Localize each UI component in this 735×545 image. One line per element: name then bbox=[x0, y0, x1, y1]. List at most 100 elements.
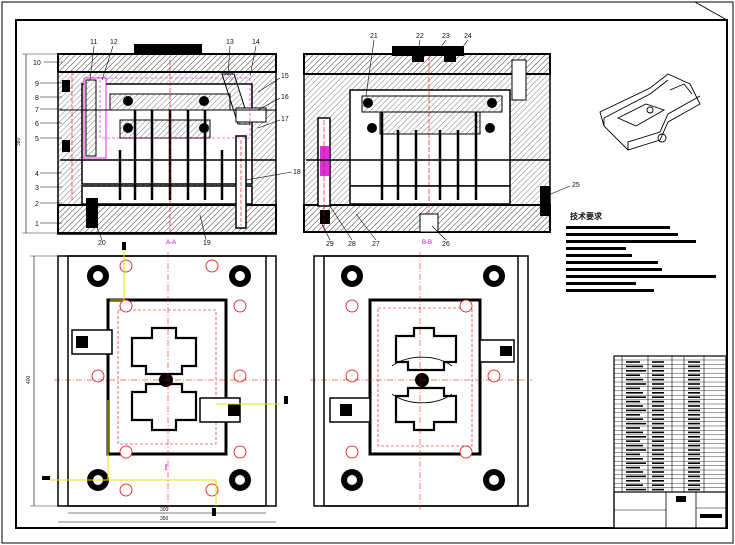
table-cell-text bbox=[626, 370, 646, 372]
table-cell-text bbox=[688, 480, 700, 482]
table-cell-text bbox=[626, 484, 643, 486]
table-cell-text bbox=[626, 378, 643, 381]
table-cell-text bbox=[688, 436, 700, 438]
part-label: 28 bbox=[348, 241, 356, 248]
table-cell-text bbox=[688, 392, 700, 394]
part-label: 27 bbox=[372, 241, 380, 248]
tech-title: 技术要求 bbox=[570, 211, 603, 221]
part-label: 9 bbox=[35, 81, 39, 88]
table-cell-text bbox=[626, 374, 640, 376]
section-view-right bbox=[303, 46, 551, 233]
part-label: 15 bbox=[281, 73, 289, 80]
locating-ring bbox=[392, 46, 464, 56]
table-cell-text bbox=[652, 392, 664, 394]
table-cell-text bbox=[652, 378, 664, 381]
section-mark: A-A bbox=[166, 240, 176, 246]
table-cell-text bbox=[688, 396, 700, 398]
corner-mark bbox=[694, 1, 728, 21]
left-part-labels: 1 2 3 4 5 6 7 8 9 10 11 12 13 14 15 16 1… bbox=[33, 39, 301, 247]
table-cell-text bbox=[652, 383, 664, 385]
table-cell-text bbox=[688, 484, 700, 486]
part-label: 25 bbox=[572, 182, 580, 189]
table-cell-text bbox=[652, 444, 664, 447]
plan-view-left bbox=[50, 246, 282, 510]
table-cell-text bbox=[688, 414, 700, 416]
table-cell-text bbox=[652, 387, 664, 390]
table-cell-text bbox=[652, 466, 664, 469]
part-label: 10 bbox=[33, 60, 41, 67]
part-label: 26 bbox=[442, 241, 450, 248]
table-cell-text bbox=[652, 370, 664, 372]
part-label: 2 bbox=[35, 201, 39, 208]
table-cell-text bbox=[626, 444, 643, 447]
table-cell-text bbox=[652, 427, 664, 429]
table-cell-text bbox=[626, 409, 646, 412]
table-cell-text bbox=[688, 383, 700, 385]
part-label: 18 bbox=[293, 169, 301, 176]
table-cell-text bbox=[688, 422, 700, 425]
table-cell-text bbox=[688, 462, 700, 464]
table-cell-text bbox=[652, 361, 664, 363]
dimension-text: 380 bbox=[16, 137, 22, 146]
table-cell-text bbox=[652, 449, 664, 451]
table-cell-text bbox=[688, 405, 700, 407]
height-dimension: 380 bbox=[16, 53, 58, 234]
part-label: 13 bbox=[226, 39, 234, 46]
table-cell-text bbox=[652, 458, 664, 460]
table-cell-text bbox=[652, 409, 664, 412]
table-cell-text bbox=[626, 418, 643, 420]
table-cell-text bbox=[688, 378, 700, 381]
part-label: 16 bbox=[281, 94, 289, 101]
part-label: 7 bbox=[35, 107, 39, 114]
table-cell-text bbox=[652, 422, 664, 425]
part-label: 14 bbox=[252, 39, 260, 46]
table-cell-text bbox=[688, 427, 700, 429]
table-cell-text bbox=[688, 488, 700, 491]
table-cell-text bbox=[652, 475, 664, 478]
table-cell-text bbox=[688, 475, 700, 478]
technical-requirements: 技术要求 bbox=[566, 211, 716, 292]
table-cell-text bbox=[652, 453, 664, 456]
part-label: 17 bbox=[281, 116, 289, 123]
part-label: 1 bbox=[35, 221, 39, 228]
dimension-text: 400 bbox=[26, 375, 32, 384]
part-label: 19 bbox=[203, 240, 211, 247]
table-cell-text bbox=[688, 471, 700, 473]
table-cell-text bbox=[688, 365, 700, 368]
part-label: 3 bbox=[35, 185, 39, 192]
section-mark: B-B bbox=[422, 240, 432, 246]
product-isometric bbox=[599, 73, 701, 151]
table-cell-text bbox=[688, 458, 700, 460]
table-cell-text bbox=[626, 449, 646, 451]
table-cell-text bbox=[688, 361, 700, 363]
table-cell-text bbox=[626, 427, 640, 429]
part-label: 4 bbox=[35, 171, 39, 178]
table-cell-text bbox=[626, 387, 640, 390]
table-cell-text bbox=[688, 387, 700, 390]
table-cell-text bbox=[688, 374, 700, 376]
table-cell-text bbox=[626, 466, 640, 469]
table-cell-text bbox=[626, 392, 643, 394]
table-cell-text bbox=[626, 405, 643, 407]
table-cell-text bbox=[688, 431, 700, 434]
part-label: 24 bbox=[464, 33, 472, 40]
table-cell-text bbox=[626, 488, 646, 491]
bottom-dimensions bbox=[30, 255, 276, 523]
part-label: 5 bbox=[35, 136, 39, 143]
table-cell-text bbox=[626, 365, 643, 368]
table-cell-text bbox=[626, 436, 646, 438]
table-cell-text bbox=[652, 484, 664, 486]
drawing-frame bbox=[15, 19, 728, 529]
part-label: 6 bbox=[35, 121, 39, 128]
right-part-labels: 21 22 23 24 25 26 27 28 29 bbox=[326, 33, 580, 248]
parts-list-table bbox=[613, 355, 727, 529]
table-cell-text bbox=[688, 418, 700, 420]
table-cell-text bbox=[626, 453, 640, 456]
table-cell-text bbox=[688, 449, 700, 451]
table-cell-text bbox=[688, 400, 700, 403]
part-label: 12 bbox=[110, 39, 118, 46]
table-cell-text bbox=[626, 462, 646, 464]
table-cell-text bbox=[626, 431, 643, 434]
table-cell-text bbox=[626, 458, 643, 460]
